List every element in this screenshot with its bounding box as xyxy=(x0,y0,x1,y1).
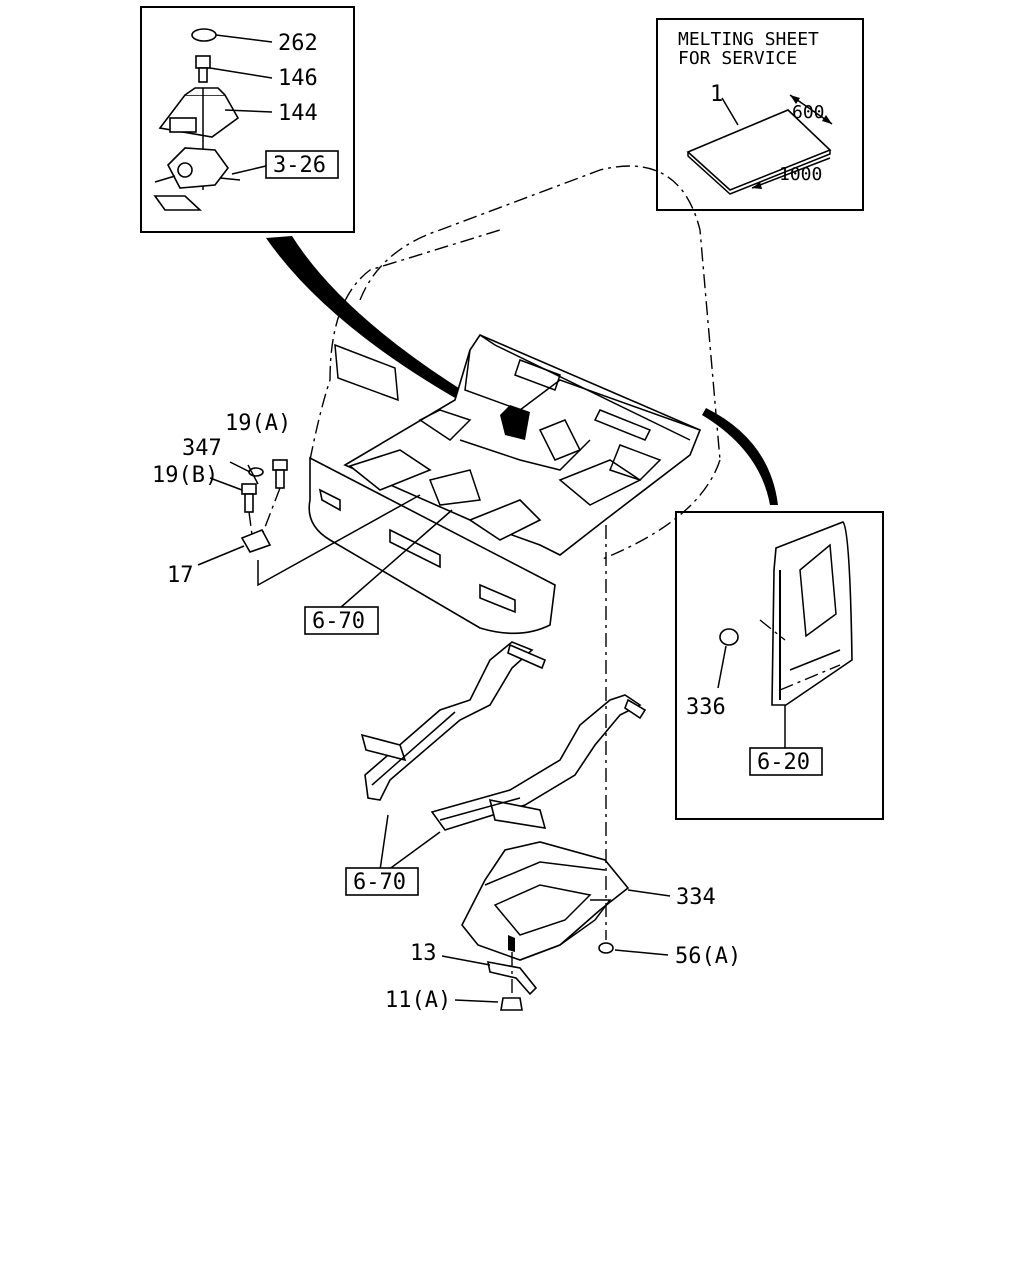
plug-336-part xyxy=(719,628,739,646)
ref-6-70-frame: 6-70 xyxy=(353,870,406,895)
label-146: 146 xyxy=(278,66,318,91)
label-13: 13 xyxy=(410,941,437,966)
frame-rail-left xyxy=(360,641,547,801)
bolt-19a-part xyxy=(261,459,288,536)
ref-box-3-26 xyxy=(265,150,339,179)
cab-front-bumper xyxy=(308,343,556,635)
bracket-17-part xyxy=(240,528,272,553)
cab-outline xyxy=(309,165,721,561)
nut-11a-part xyxy=(500,997,523,1011)
label-17: 17 xyxy=(167,563,194,588)
sheet-title-line1: MELTING SHEET xyxy=(678,29,819,50)
label-334: 334 xyxy=(676,885,716,910)
ref-6-20: 6-20 xyxy=(757,750,810,775)
label-336: 336 xyxy=(686,695,726,720)
label-19b: 19(B) xyxy=(152,463,218,488)
ref-box-6-20 xyxy=(749,747,823,776)
floor-panel xyxy=(343,334,702,556)
clip-13-part xyxy=(486,960,538,996)
bolt-19b-part xyxy=(241,483,257,536)
shift-mechanism-part xyxy=(153,147,241,211)
label-sheet-part-1: 1 xyxy=(710,82,723,107)
side-panel-part xyxy=(771,521,853,706)
inset-melting-sheet: MELTING SHEET FOR SERVICE 1 600 1000 xyxy=(656,18,864,211)
dim-600: 600 xyxy=(792,102,825,123)
label-262: 262 xyxy=(278,31,318,56)
sheet-title-line2: FOR SERVICE xyxy=(678,48,797,69)
label-11a: 11(A) xyxy=(385,988,451,1013)
label-19a: 19(A) xyxy=(225,411,291,436)
shift-boot-part xyxy=(158,87,240,190)
cover-334-part xyxy=(461,841,630,961)
ref-3-26: 3-26 xyxy=(273,153,326,178)
label-56a: 56(A) xyxy=(675,944,741,969)
callout-swoosh-left xyxy=(266,236,486,412)
screw-part xyxy=(195,55,211,83)
ref-box-6-70-floor xyxy=(304,606,379,635)
inset-shift-lever: 262 146 144 3-26 xyxy=(140,6,355,233)
dim-1000: 1000 xyxy=(779,164,822,185)
ref-6-70-floor: 6-70 xyxy=(312,609,365,634)
cap-part xyxy=(191,28,217,42)
label-347: 347 xyxy=(182,436,222,461)
inset-side-panel: 336 6-20 xyxy=(675,511,884,820)
frame-rail-right xyxy=(430,694,647,831)
callout-swoosh-right xyxy=(702,408,778,505)
label-144: 144 xyxy=(278,101,318,126)
ref-box-6-70-frame xyxy=(345,867,419,896)
grommet-56a-part xyxy=(598,942,614,954)
